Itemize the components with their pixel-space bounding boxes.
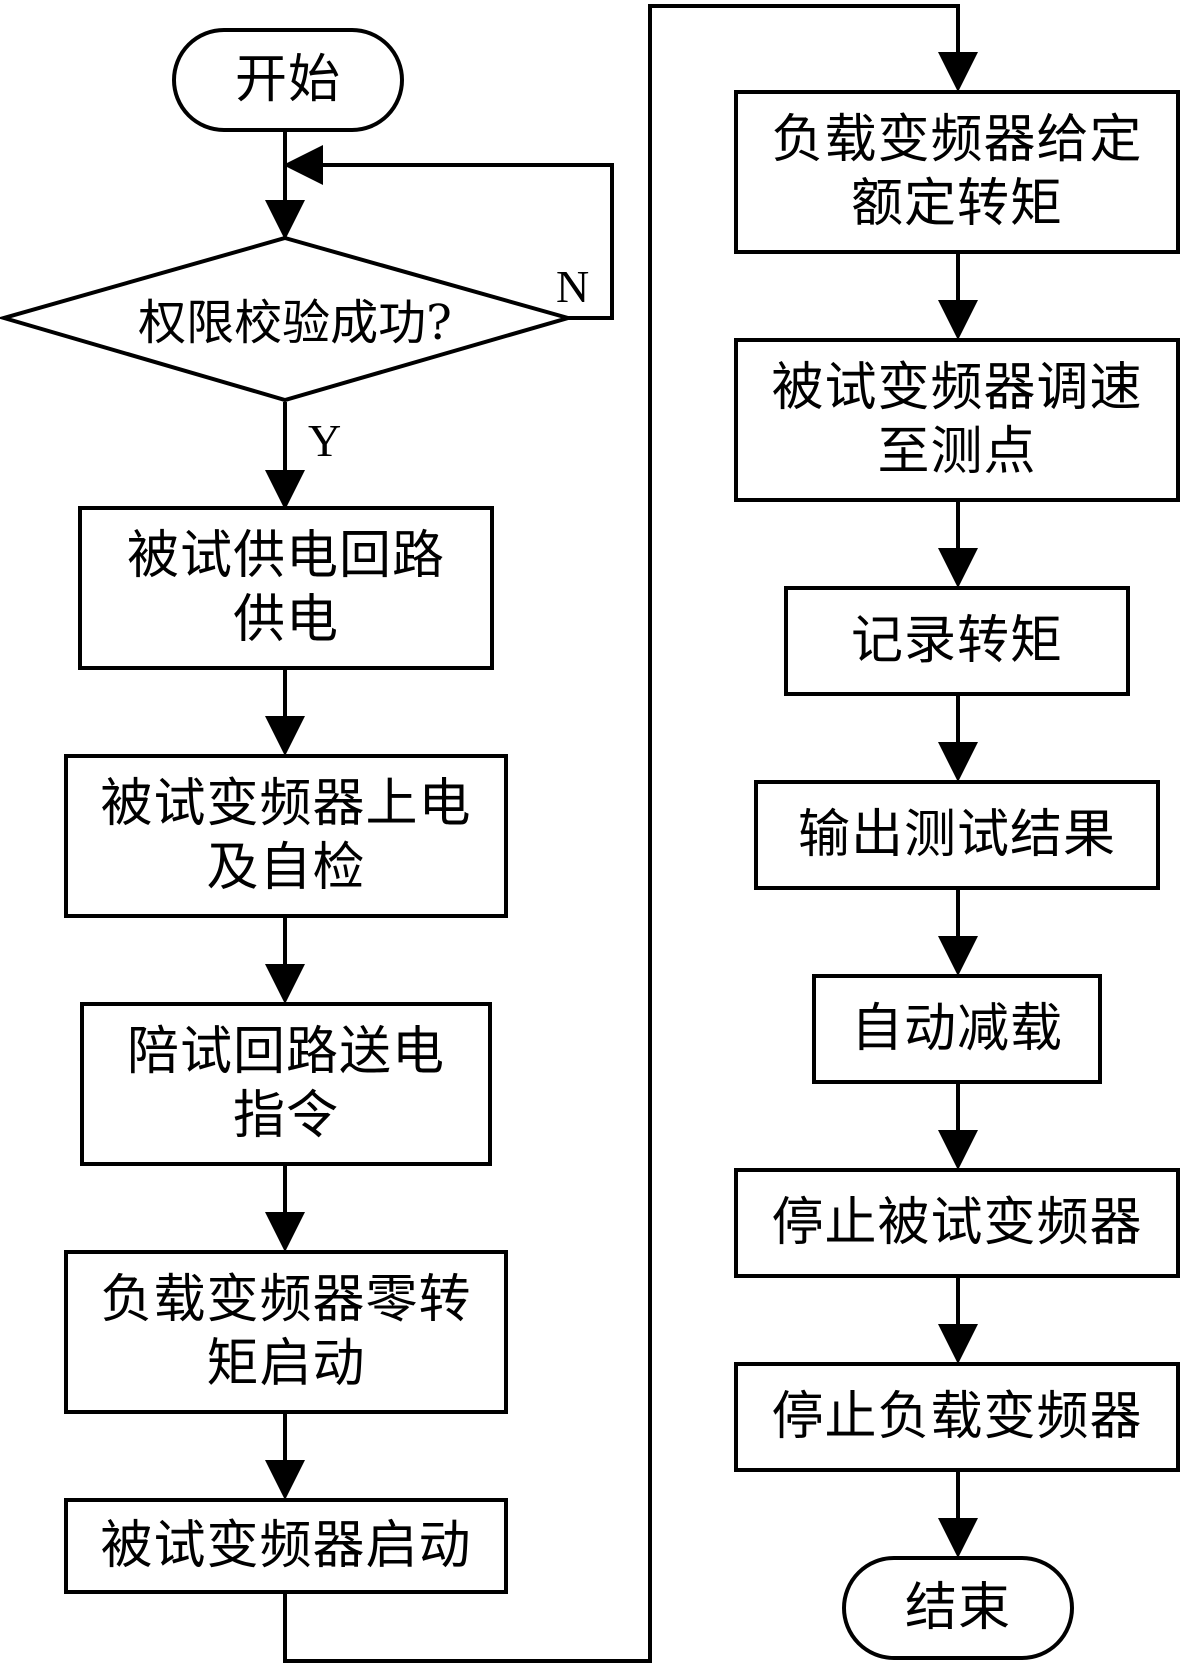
step-right-7-label: 停止负载变频器 [771,1387,1143,1447]
step-left-3: 陪试回路送电 指令 [80,1002,492,1166]
step-right-4-label: 输出测试结果 [797,805,1116,865]
end-terminal: 结束 [842,1556,1074,1660]
step-right-3: 记录转矩 [784,586,1130,696]
decision-label: 权限校验成功? [138,295,452,351]
step-left-2: 被试变频器上电 及自检 [64,754,508,918]
step-right-1: 负载变频器给定 额定转矩 [734,90,1180,254]
step-right-2-label: 被试变频器调速 至测点 [771,358,1143,482]
step-left-1-label: 被试供电回路 供电 [126,526,445,650]
step-left-4-label: 负载变频器零转 矩启动 [100,1270,472,1394]
end-label: 结束 [904,1578,1011,1638]
step-left-5: 被试变频器启动 [64,1498,508,1594]
step-right-5: 自动减载 [812,974,1102,1084]
step-left-4: 负载变频器零转 矩启动 [64,1250,508,1414]
step-right-6: 停止被试变频器 [734,1168,1180,1278]
step-right-1-label: 负载变频器给定 额定转矩 [771,110,1143,234]
step-right-4: 输出测试结果 [754,780,1160,890]
step-left-3-label: 陪试回路送电 指令 [126,1022,445,1146]
step-left-1: 被试供电回路 供电 [78,506,494,670]
step-left-5-label: 被试变频器启动 [100,1516,472,1576]
start-label: 开始 [234,50,341,110]
decision-yes-label: Y [308,415,342,466]
step-right-7: 停止负载变频器 [734,1362,1180,1472]
step-right-5-label: 自动减载 [850,999,1063,1059]
arrow-left-to-right [283,4,978,1663]
step-right-3-label: 记录转矩 [850,611,1063,671]
arrow-loop-no [283,145,614,320]
step-left-2-label: 被试变频器上电 及自检 [100,774,472,898]
decision-no-label: N [556,261,590,312]
start-terminal: 开始 [172,28,404,132]
decision-diamond [0,235,576,403]
step-right-2: 被试变频器调速 至测点 [734,338,1180,502]
step-right-6-label: 停止被试变频器 [771,1193,1143,1253]
